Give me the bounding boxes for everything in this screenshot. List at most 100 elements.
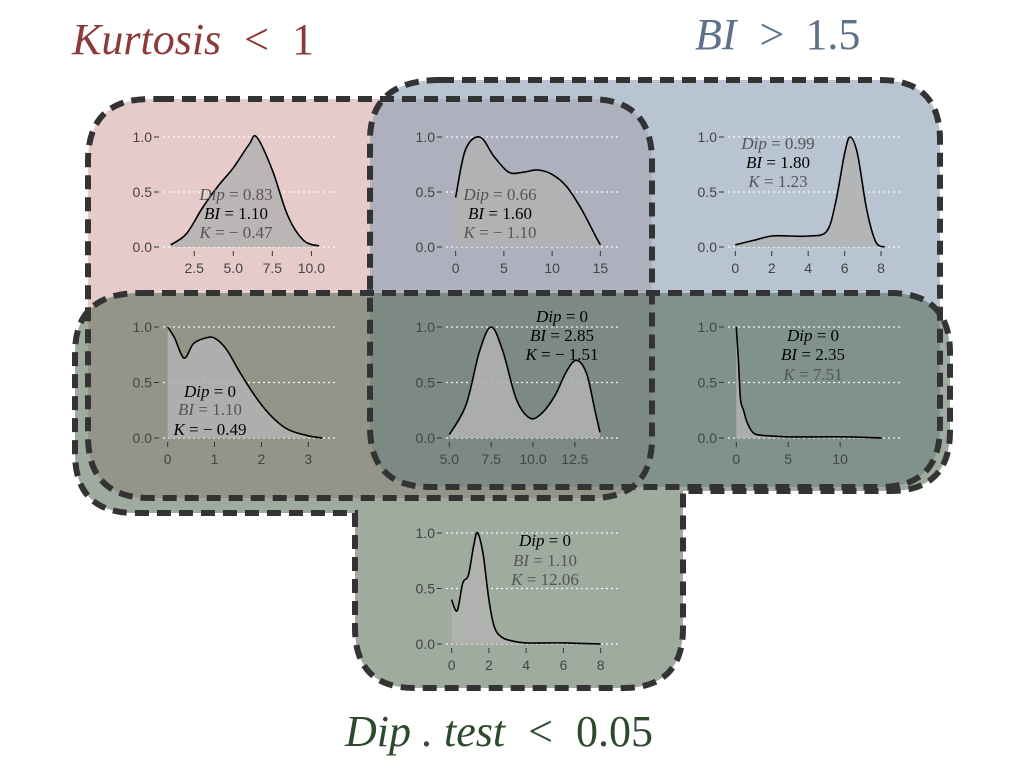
- stat-name: Dip: [786, 326, 813, 345]
- stat-bi: BI = 1.80: [746, 153, 810, 172]
- stat-name: K: [782, 365, 796, 384]
- y-tick-label: 1.0: [416, 319, 436, 335]
- stat-equals: =: [812, 326, 830, 345]
- stat-name: Dip: [462, 185, 489, 204]
- density-area: [449, 327, 600, 438]
- stat-value: 2.35: [815, 345, 845, 364]
- x-tick-label: 1: [211, 451, 219, 467]
- stat-value: 12.06: [541, 570, 579, 589]
- stat-equals: =: [209, 382, 227, 401]
- kurtosis-set-label-op: <: [244, 15, 269, 64]
- x-tick-label: 0: [732, 451, 740, 467]
- density-curve: [450, 531, 601, 645]
- x-tick-label: 2: [485, 657, 493, 673]
- stat-dip: Dip = 0.66: [462, 185, 536, 204]
- stat-equals: =: [537, 345, 555, 364]
- stat-dip: Dip = 0: [535, 307, 588, 326]
- stat-equals: =: [194, 400, 212, 419]
- stat-value: 1.10: [547, 551, 577, 570]
- dip-set-label-name: Dip . test: [344, 707, 507, 756]
- y-tick-label: 1.0: [416, 525, 436, 541]
- y-tick-label: 0.5: [133, 184, 153, 200]
- stat-equals: =: [489, 185, 507, 204]
- dip-set-label-value: 0.05: [576, 707, 653, 756]
- density-curve: [454, 136, 602, 246]
- density-area: [735, 137, 885, 247]
- stat-value: − 0.49: [203, 420, 247, 439]
- stat-k: K = − 1.51: [524, 345, 598, 364]
- stat-dip: Dip = 0.99: [740, 134, 814, 153]
- stat-name: BI: [178, 400, 195, 419]
- density-curve: [167, 326, 323, 439]
- y-tick-label: 0.0: [698, 430, 718, 446]
- y-tick-label: 0.5: [698, 375, 718, 391]
- y-tick-label: 0.5: [416, 375, 436, 391]
- x-tick-label: 0: [452, 260, 460, 276]
- stat-value: − 1.10: [493, 223, 537, 242]
- stat-k: K = 12.06: [510, 570, 579, 589]
- dip-region-border: [72, 290, 953, 691]
- y-tick-label: 0.5: [416, 581, 436, 597]
- stat-value: − 0.47: [229, 223, 273, 242]
- stat-value: 1.10: [212, 400, 242, 419]
- x-tick-label: 8: [597, 657, 605, 673]
- stat-equals: =: [185, 420, 203, 439]
- stat-bi: BI = 1.10: [178, 400, 242, 419]
- kurtosis-region-border: [85, 96, 655, 501]
- stat-value: 0.66: [507, 185, 537, 204]
- stat-equals: =: [795, 365, 813, 384]
- x-tick-label: 10.0: [298, 260, 325, 276]
- y-tick-label: 0.5: [416, 184, 436, 200]
- y-tick-label: 0.0: [416, 430, 436, 446]
- x-tick-label: 0: [448, 657, 456, 673]
- stat-value: 1.60: [502, 204, 532, 223]
- stat-name: BI: [530, 326, 547, 345]
- x-tick-label: 7.5: [481, 451, 501, 467]
- bi-set-label: BI > 1.5: [695, 10, 860, 59]
- kurtosis-set-label-value: 1: [292, 15, 314, 64]
- stat-name: Dip: [518, 531, 545, 550]
- density-curve: [735, 326, 882, 439]
- stat-name: K: [172, 420, 186, 439]
- stat-dip: Dip = 0: [518, 531, 571, 550]
- x-tick-label: 5.0: [224, 260, 244, 276]
- stat-equals: =: [475, 223, 493, 242]
- density-area: [170, 135, 320, 247]
- region-borders: [72, 77, 953, 691]
- kurtosis-set-label: Kurtosis < 1: [71, 15, 314, 64]
- stat-equals: =: [760, 172, 778, 191]
- x-tick-label: 2: [768, 260, 776, 276]
- stat-name: K: [510, 570, 524, 589]
- stat-k: K = − 0.49: [172, 420, 246, 439]
- dip-region: [75, 293, 950, 688]
- x-tick-label: 7.5: [263, 260, 283, 276]
- x-tick-label: 6: [560, 657, 568, 673]
- stat-equals: =: [544, 531, 562, 550]
- stat-name: K: [747, 172, 761, 191]
- y-tick-label: 1.0: [416, 129, 436, 145]
- stat-equals: =: [220, 204, 238, 223]
- stat-k: K = − 0.47: [198, 223, 273, 242]
- stat-value: 0.83: [243, 185, 273, 204]
- stat-equals: =: [767, 134, 785, 153]
- stat-name: K: [524, 345, 538, 364]
- x-tick-label: 3: [304, 451, 312, 467]
- x-tick-label: 0: [731, 260, 739, 276]
- kurtosis-set-label-name: Kurtosis: [71, 15, 221, 64]
- stat-equals: =: [484, 204, 502, 223]
- y-tick-label: 1.0: [698, 319, 718, 335]
- stat-value: 0.99: [785, 134, 815, 153]
- stat-name: Dip: [740, 134, 767, 153]
- stat-name: Dip: [535, 307, 562, 326]
- x-tick-label: 4: [804, 260, 812, 276]
- dip-set-label-op: <: [528, 707, 553, 756]
- y-tick-label: 0.0: [416, 239, 436, 255]
